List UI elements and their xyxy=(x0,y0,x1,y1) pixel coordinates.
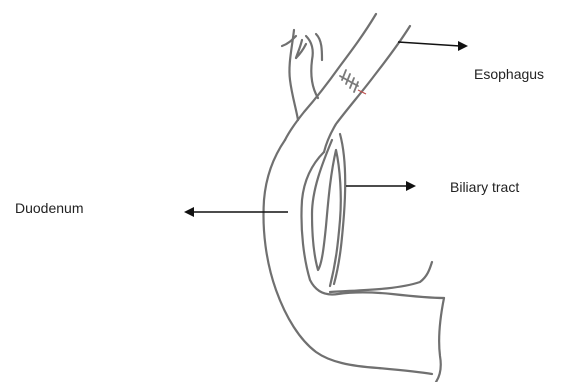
upper-duct-right-wall xyxy=(324,26,410,152)
duodenum-outer-wall xyxy=(264,140,433,374)
branch-vessels xyxy=(282,30,322,120)
esophagus-label: Esophagus xyxy=(474,66,544,82)
biliary-tract-label: Biliary tract xyxy=(450,179,519,195)
upper-duct-left-wall xyxy=(285,14,376,140)
duodenum-label: Duodenum xyxy=(15,200,84,216)
duodenum-inner-wall xyxy=(301,152,444,298)
lower-junction xyxy=(330,262,432,292)
lower-right-limb xyxy=(436,298,444,382)
biliary-tract-arrow xyxy=(346,181,416,191)
duodenum-arrow xyxy=(184,207,288,217)
esophagus-arrow xyxy=(398,41,468,51)
